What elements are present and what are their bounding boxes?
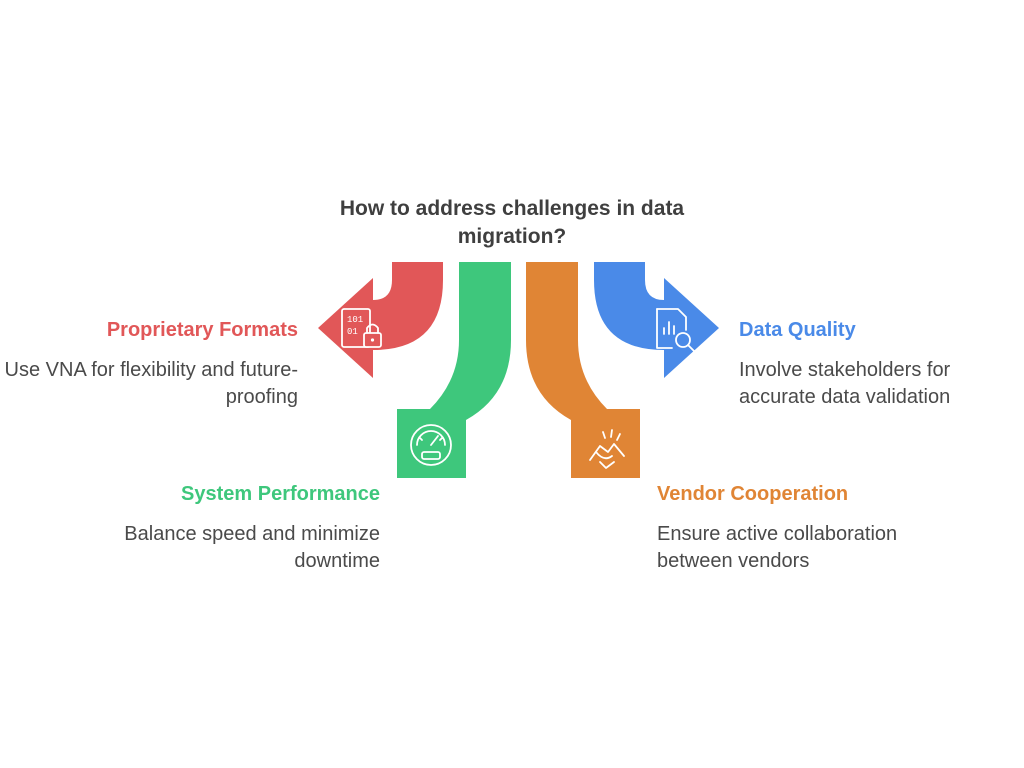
arrow-proprietary: 101 01 <box>318 262 443 378</box>
svg-text:01: 01 <box>347 327 358 337</box>
proprietary-formats-label: Proprietary Formats <box>106 319 298 341</box>
binary-lock-icon: 101 01 <box>341 308 382 348</box>
arrow-system <box>397 262 511 478</box>
arrow-proprietary-shape <box>318 262 443 378</box>
vendor-cooperation-label: Vendor Cooperation <box>657 483 849 505</box>
system-performance-description: Balance speed and minimize downtime <box>124 523 380 572</box>
arrow-vendor <box>526 262 640 478</box>
document-search-icon <box>656 308 695 352</box>
vendor-cooperation-description: Ensure active collaboration between vend… <box>657 523 898 572</box>
arrow-vendor-shape <box>526 262 640 478</box>
data-quality-description: Involve stakeholders for accurate data v… <box>739 359 951 408</box>
data-quality-label: Data Quality <box>739 319 856 341</box>
arrow-system-shape <box>397 262 511 478</box>
arrow-data <box>594 262 719 378</box>
handshake-icon <box>589 429 625 469</box>
diagram-title: How to address challenges in data migrat… <box>339 197 685 248</box>
svg-text:101: 101 <box>347 315 363 325</box>
proprietary-formats-description: Use VNA for flexibility and future-proof… <box>4 359 298 408</box>
speedometer-icon <box>410 424 452 466</box>
system-performance-label: System Performance <box>181 483 380 505</box>
